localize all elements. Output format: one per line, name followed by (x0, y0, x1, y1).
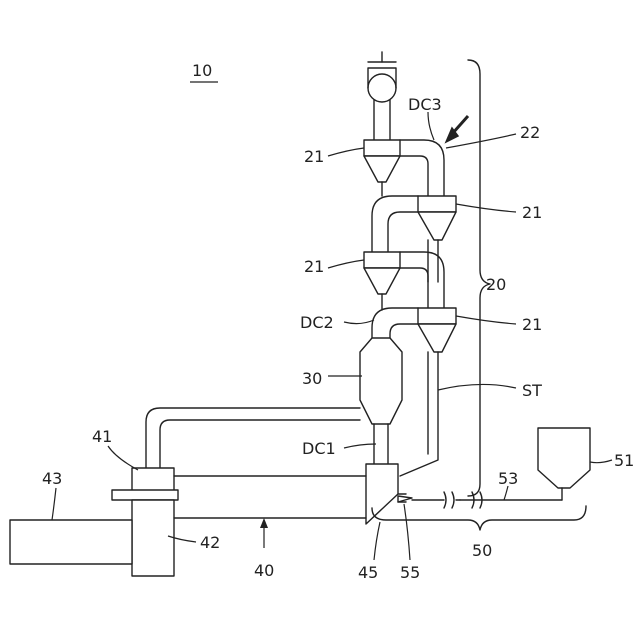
label-21-middle-left: 21 (304, 257, 324, 276)
label-40: 40 (254, 561, 274, 580)
label-21-upper-right: 21 (522, 203, 542, 222)
label-20: 20 (486, 275, 506, 294)
calciner (360, 338, 402, 424)
arrow-22 (446, 116, 468, 142)
cyclone-middle-left (364, 252, 400, 310)
label-dc2: DC2 (300, 313, 334, 332)
label-st: ST (522, 381, 542, 400)
label-21-top-left: 21 (304, 147, 324, 166)
label-50: 50 (472, 541, 492, 560)
label-21-lower-right: 21 (522, 315, 542, 334)
label-dc1: DC1 (302, 439, 336, 458)
cyclone-top-left (364, 140, 400, 196)
burner-box (10, 520, 132, 564)
duct-dc1 (374, 424, 388, 464)
rotary-kiln (174, 476, 366, 518)
label-53: 53 (498, 469, 518, 488)
cyclone-lower-right (418, 308, 456, 352)
label-30: 30 (302, 369, 322, 388)
label-45: 45 (358, 563, 378, 582)
label-22: 22 (520, 123, 540, 142)
crossover-duct-upper (372, 196, 418, 252)
figure-number: 10 (192, 61, 212, 80)
exhaust-fan (368, 52, 396, 140)
label-dc3: DC3 (408, 95, 442, 114)
tertiary-air-duct (146, 408, 360, 468)
label-42: 42 (200, 533, 220, 552)
arrow-40 (260, 518, 268, 548)
label-55: 55 (400, 563, 420, 582)
label-43: 43 (42, 469, 62, 488)
fuel-supply (412, 428, 590, 508)
meal-line-st (400, 352, 438, 476)
duct-dc3 (400, 140, 444, 196)
brace-50 (372, 506, 586, 530)
label-51: 51 (614, 451, 634, 470)
duct-dc2 (372, 308, 418, 338)
label-41: 41 (92, 427, 112, 446)
